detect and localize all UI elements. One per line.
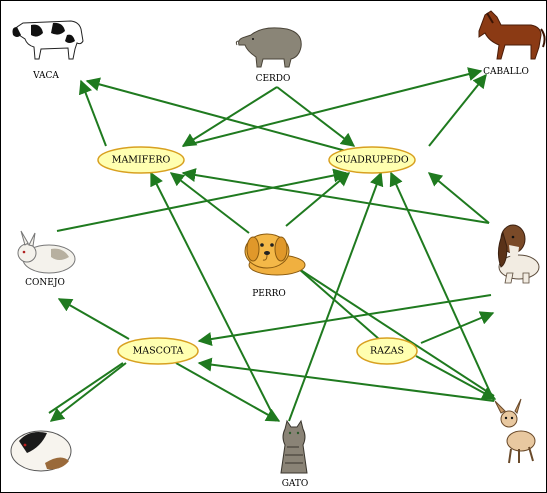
node-label: GATO	[282, 479, 309, 489]
edge-cuadrupedo-caballo	[428, 73, 487, 147]
node-gato[interactable]: GATO	[280, 419, 309, 489]
node-label: VACA	[32, 71, 59, 81]
edge-gato-mamifero	[150, 171, 277, 422]
node-cobaya[interactable]	[10, 430, 72, 472]
basset-dog-icon	[497, 224, 540, 284]
node-label: CABALLO	[483, 67, 529, 77]
edge-conejo-mascota	[48, 362, 124, 414]
concept-oval	[328, 146, 416, 174]
edge-basset-cuadrupedo	[427, 172, 490, 224]
edge-mamifero-caballo	[182, 67, 483, 147]
edge-perro-chihuahua	[298, 268, 495, 397]
edge-cuadrupedo-vaca	[85, 77, 347, 152]
node-label: CONEJO	[25, 278, 65, 288]
concept-label: CUADRUPEDO	[335, 155, 409, 166]
edge-mascota-cobaya	[49, 362, 127, 422]
edge-conejo-cuadrupedo	[56, 168, 348, 232]
cat-icon	[280, 419, 308, 474]
concept-label: MAMIFERO	[112, 155, 171, 166]
edge-razas-basset	[420, 311, 495, 344]
edge-razas-perro	[298, 268, 380, 340]
edge-razas-chihuahua	[415, 355, 497, 400]
cow-icon	[12, 20, 84, 60]
edge-basset-mamifero	[181, 168, 490, 224]
node-vaca[interactable]: VACA	[12, 20, 84, 81]
node-chihuahua[interactable]	[494, 398, 536, 464]
concept-label: RAZAS	[370, 346, 404, 357]
dog-icon	[244, 233, 306, 276]
edge-perro-mamifero	[169, 172, 250, 234]
edge-mascota-conejo	[57, 298, 130, 340]
concept-cuadrupedo[interactable]: CUADRUPEDO	[328, 146, 416, 174]
node-label: CERDO	[256, 74, 291, 84]
node-caballo[interactable]: CABALLO	[478, 10, 546, 77]
concept-oval	[356, 337, 418, 365]
rabbit-icon	[17, 230, 76, 274]
concept-label: MASCOTA	[133, 346, 184, 357]
node-cerdo[interactable]: CERDO	[235, 27, 302, 84]
edge-chihuahua-cuadrupedo	[389, 171, 495, 402]
edge-mascota-gato	[175, 362, 281, 422]
edge-cerdo-mamifero	[181, 86, 278, 147]
edge-mamifero-vaca	[78, 79, 107, 147]
edge-basset-mascota	[197, 294, 492, 346]
edge-gato-cuadrupedo	[288, 171, 384, 422]
concept-oval	[97, 146, 185, 174]
concept-oval	[117, 337, 199, 365]
node-conejo[interactable]: CONEJO	[17, 230, 76, 288]
chihuahua-icon	[494, 398, 536, 464]
edge-perro-cuadrupedo	[285, 172, 351, 227]
horse-icon	[478, 10, 546, 60]
concept-mamifero[interactable]: MAMIFERO	[97, 146, 185, 174]
edge-cerdo-cuadrupedo	[276, 86, 356, 147]
node-perro[interactable]: PERRO	[244, 233, 306, 299]
node-label: PERRO	[252, 289, 286, 299]
concept-razas[interactable]: RAZAS	[356, 337, 418, 365]
concept-mascota[interactable]: MASCOTA	[117, 337, 199, 365]
guinea-pig-icon	[10, 430, 72, 472]
edges	[48, 67, 497, 422]
node-basset[interactable]	[497, 224, 540, 284]
edge-chihuahua-mascota	[197, 357, 495, 402]
pig-icon	[235, 27, 302, 68]
